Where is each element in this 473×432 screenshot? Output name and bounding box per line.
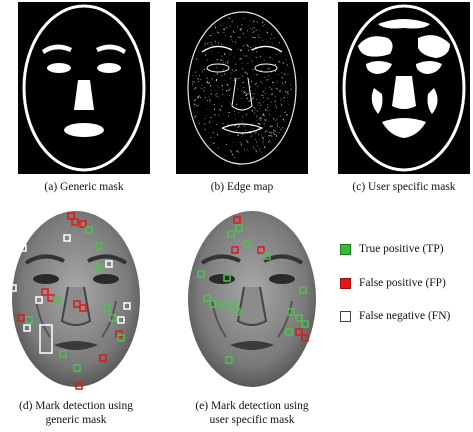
caption-e-line2: user specific mask: [170, 413, 334, 427]
fp-swatch-icon: [340, 278, 351, 289]
user-specific-mask-image: [338, 2, 470, 174]
generic-mask-image: [18, 2, 150, 174]
legend-label-tp: True positive (TP): [359, 243, 444, 255]
caption-b: (b) Edge map: [180, 180, 304, 194]
panel-edge-map: [176, 2, 308, 174]
fn-swatch-icon: [340, 311, 351, 322]
legend-item-true-positive: True positive (TP): [340, 241, 444, 257]
panel-user-specific-mask: [338, 2, 470, 174]
caption-e-line1: (e) Mark detection using: [170, 399, 334, 413]
caption-a: (a) Generic mask: [22, 180, 146, 194]
legend-label-fn: False negative (FN): [359, 310, 450, 322]
caption-c: (c) User specific mask: [340, 180, 468, 194]
edge-map-image: [176, 2, 308, 174]
caption-d-line2: generic mask: [0, 413, 152, 427]
tp-swatch-icon: [340, 244, 351, 255]
legend-item-false-positive: False positive (FP): [340, 275, 446, 291]
panel-detection-user-specific: [176, 205, 328, 393]
legend-item-false-negative: False negative (FN): [340, 308, 450, 324]
legend-label-fp: False positive (FP): [359, 277, 446, 289]
face-photo-generic: [0, 205, 152, 393]
face-photo-user-specific: [176, 205, 328, 393]
caption-d-line1: (d) Mark detection using: [0, 399, 152, 413]
panel-detection-generic: [0, 205, 152, 393]
panel-generic-mask: [18, 2, 150, 174]
